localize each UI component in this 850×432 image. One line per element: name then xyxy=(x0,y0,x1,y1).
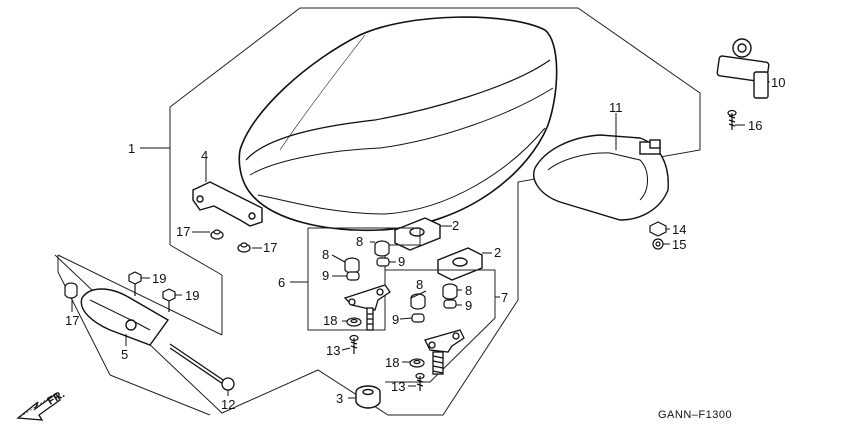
callout-11: 11 xyxy=(609,100,623,115)
leader-lines xyxy=(71,81,770,399)
rubber-part-17-c[interactable] xyxy=(64,282,78,299)
callout-17-b: 17 xyxy=(263,240,277,255)
collar-part-9-b[interactable] xyxy=(376,257,390,267)
callout-9-a: 9 xyxy=(322,268,329,283)
rubber-part-8-a[interactable] xyxy=(344,257,360,274)
callout-17-a: 17 xyxy=(176,224,190,239)
callout-19-a: 19 xyxy=(152,271,166,286)
callout-18-a: 18 xyxy=(323,313,337,328)
arrow-icon xyxy=(16,393,61,421)
front-direction-arrow: FR. xyxy=(16,388,67,421)
callout-16: 16 xyxy=(748,118,762,133)
screw-part-13-b[interactable] xyxy=(415,372,425,392)
washer-part-18-a[interactable] xyxy=(346,317,362,327)
callout-19-b: 19 xyxy=(185,288,199,303)
callout-1: 1 xyxy=(128,141,135,156)
callout-labels: 1 4 17 17 2 2 6 8 8 9 9 18 13 7 8 9 8 9 … xyxy=(65,75,785,412)
stopper-part-2-b[interactable] xyxy=(437,247,483,281)
callout-13-a: 13 xyxy=(326,343,340,358)
callout-9-d: 9 xyxy=(465,298,472,313)
callout-13-b: 13 xyxy=(391,379,405,394)
callout-9-b: 9 xyxy=(398,254,405,269)
seat-hinge-part-5[interactable] xyxy=(80,288,170,346)
callout-10: 10 xyxy=(771,75,785,90)
rubber-part-17-a[interactable] xyxy=(210,229,224,240)
washer-part-18-b[interactable] xyxy=(409,358,425,368)
bolt-part-16[interactable] xyxy=(727,109,737,131)
callout-8-c: 8 xyxy=(416,277,423,292)
hinge-pin-part-12[interactable] xyxy=(169,343,235,391)
tool-tray-part-11[interactable] xyxy=(533,134,669,221)
callout-9-c: 9 xyxy=(392,312,399,327)
rubber-part-8-c[interactable] xyxy=(410,293,426,310)
screw-part-13-a[interactable] xyxy=(349,334,359,355)
bolt-part-19-a[interactable] xyxy=(128,271,142,296)
callout-15: 15 xyxy=(672,237,686,252)
washer-part-15[interactable] xyxy=(652,238,664,250)
direction-label: FR. xyxy=(46,388,67,407)
callout-3: 3 xyxy=(336,391,343,406)
nut-part-14[interactable] xyxy=(649,221,667,237)
callout-14: 14 xyxy=(672,222,686,237)
helmet-holder-part-10[interactable] xyxy=(716,38,770,99)
collar-part-9-a[interactable] xyxy=(346,271,360,281)
lock-plate-7[interactable] xyxy=(424,329,465,375)
diagram-code: GANN–F1300 xyxy=(658,409,732,421)
bolt-part-19-b[interactable] xyxy=(162,288,176,312)
callout-2-b: 2 xyxy=(494,245,501,260)
rubber-part-8-d[interactable] xyxy=(442,283,458,300)
assembly-frame xyxy=(54,7,701,416)
grommet-part-3[interactable] xyxy=(355,385,381,409)
collar-part-9-d[interactable] xyxy=(443,299,457,309)
lock-assembly-frame-6 xyxy=(307,227,421,331)
callout-8-b: 8 xyxy=(322,247,329,262)
rubber-part-8-b[interactable] xyxy=(374,240,390,257)
callout-8-a: 8 xyxy=(356,234,363,249)
callout-6: 6 xyxy=(278,275,285,290)
callout-12: 12 xyxy=(221,397,235,412)
callout-5: 5 xyxy=(121,347,128,362)
callout-2-a: 2 xyxy=(452,218,459,233)
callout-7: 7 xyxy=(501,290,508,305)
seat-part-1[interactable] xyxy=(238,16,558,232)
rubber-part-17-b[interactable] xyxy=(237,242,251,253)
callout-18-b: 18 xyxy=(385,355,399,370)
seat-bracket-part-4[interactable] xyxy=(192,181,263,227)
collar-part-9-c[interactable] xyxy=(411,313,425,323)
callout-17-c: 17 xyxy=(65,313,79,328)
lock-plate-6[interactable] xyxy=(343,284,391,331)
callout-4: 4 xyxy=(201,148,208,163)
callout-8-d: 8 xyxy=(465,283,472,298)
